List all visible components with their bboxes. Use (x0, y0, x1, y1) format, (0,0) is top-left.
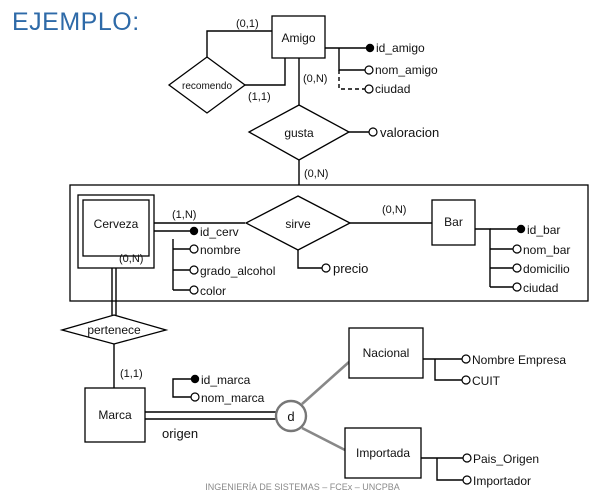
attribute-marker (364, 84, 374, 94)
attribute-marker (512, 282, 522, 292)
entity-nacional: Nacional (348, 327, 424, 379)
connector-cuit (434, 359, 462, 381)
connector-d-nacional (301, 361, 350, 405)
attribute-nom-amigo: nom_amigo (375, 63, 438, 77)
attribute-marker (189, 285, 199, 295)
relationship-recomendo-label: recomendo (182, 81, 232, 92)
key-attribute-marker (365, 43, 375, 53)
entity-bar-label: Bar (444, 215, 463, 229)
attribute-nom-bar: nom_bar (523, 243, 570, 257)
attribute-marker (512, 263, 522, 273)
attribute-marker (364, 65, 374, 75)
specialization-disjoint: d (274, 399, 308, 433)
attribute-domicilio: domicilio (523, 262, 570, 276)
attribute-marker (368, 127, 378, 137)
cardinality-recomendo-top: (0,1) (236, 18, 259, 30)
connector-recomendo-bottom (245, 58, 286, 86)
connector-d-importada (301, 426, 346, 452)
connector-nom-amigo (338, 48, 365, 71)
connector-bar-attrs-trunk (475, 228, 491, 287)
connector-nom-marca (172, 388, 191, 398)
connector-precio (297, 250, 322, 269)
attribute-marker (189, 265, 199, 275)
cardinality-cerveza-sirve: (1,N) (172, 209, 196, 221)
relationship-sirve-label: sirve (285, 217, 311, 231)
key-attribute-marker (190, 374, 200, 384)
attribute-nom-marca: nom_marca (201, 391, 265, 405)
attribute-id-marca: id_marca (201, 373, 251, 387)
entity-cerveza-label: Cerveza (94, 217, 139, 231)
attribute-ciudad-amigo: ciudad (375, 82, 410, 96)
entity-marca: Marca (84, 387, 146, 443)
attribute-marker (462, 475, 472, 485)
relationship-pertenece-label: pertenece (87, 323, 141, 337)
attribute-grado-alcohol: grado_alcohol (200, 264, 275, 278)
attribute-nombre: nombre (200, 243, 241, 257)
relationship-pertenece: pertenece (59, 314, 169, 345)
entity-marca-label: Marca (98, 408, 132, 422)
specialization-label: origen (162, 426, 198, 441)
connector-importador (436, 458, 463, 481)
entity-amigo-label: Amigo (281, 31, 315, 45)
cardinality-amigo-gusta: (0,N) (303, 73, 327, 85)
attribute-id-bar: id_bar (527, 223, 560, 237)
connector-id-marca (172, 378, 191, 388)
attribute-marker (321, 263, 331, 273)
entity-importada: Importada (344, 427, 422, 479)
attribute-marker (462, 453, 472, 463)
attribute-ciudad-bar: ciudad (523, 281, 558, 295)
connector-recomendo-top (206, 30, 272, 57)
relationship-gusta: gusta (247, 104, 351, 161)
attribute-cuit: CUIT (472, 374, 501, 388)
cardinality-marca-pertenece: (1,1) (120, 368, 143, 380)
attribute-id-amigo: id_amigo (376, 41, 425, 55)
attribute-color: color (200, 284, 226, 298)
aggregation-frame (69, 184, 589, 302)
cardinality-gusta-aggregate: (0,N) (304, 168, 328, 180)
footer-text: INGENIERÍA DE SISTEMAS – FCEx – UNCPBA (205, 482, 400, 492)
cardinality-cerveza-pertenece: (0,N) (119, 253, 143, 265)
entity-amigo: Amigo (271, 15, 326, 59)
entity-cerveza: Cerveza (77, 194, 155, 269)
relationship-recomendo: recomendo (167, 56, 247, 114)
cardinality-recomendo-bottom: (1,1) (248, 91, 271, 103)
cardinality-bar-sirve: (0,N) (382, 204, 406, 216)
specialization-symbol: d (287, 409, 294, 424)
attribute-marker (461, 354, 471, 364)
page-title: EJEMPLO: (12, 8, 140, 36)
attribute-valoracion: valoracion (380, 125, 439, 140)
attribute-marker (461, 375, 471, 385)
attribute-nombre-empresa: Nombre Empresa (472, 353, 566, 367)
entity-bar: Bar (431, 199, 476, 246)
entity-importada-label: Importada (356, 446, 410, 460)
attribute-precio: precio (333, 261, 368, 276)
relationship-gusta-label: gusta (284, 126, 314, 140)
key-attribute-marker (516, 224, 526, 234)
connector-ciudad-amigo (338, 70, 365, 90)
attribute-importador: Importador (473, 474, 531, 488)
attribute-marker (512, 244, 522, 254)
attribute-id-cerv: id_cerv (200, 225, 239, 239)
attribute-marker (189, 244, 199, 254)
entity-nacional-label: Nacional (363, 346, 410, 360)
attribute-marker (190, 392, 200, 402)
attribute-pais-origen: Pais_Origen (473, 452, 539, 466)
key-attribute-marker (189, 226, 199, 236)
relationship-sirve: sirve (244, 195, 352, 251)
